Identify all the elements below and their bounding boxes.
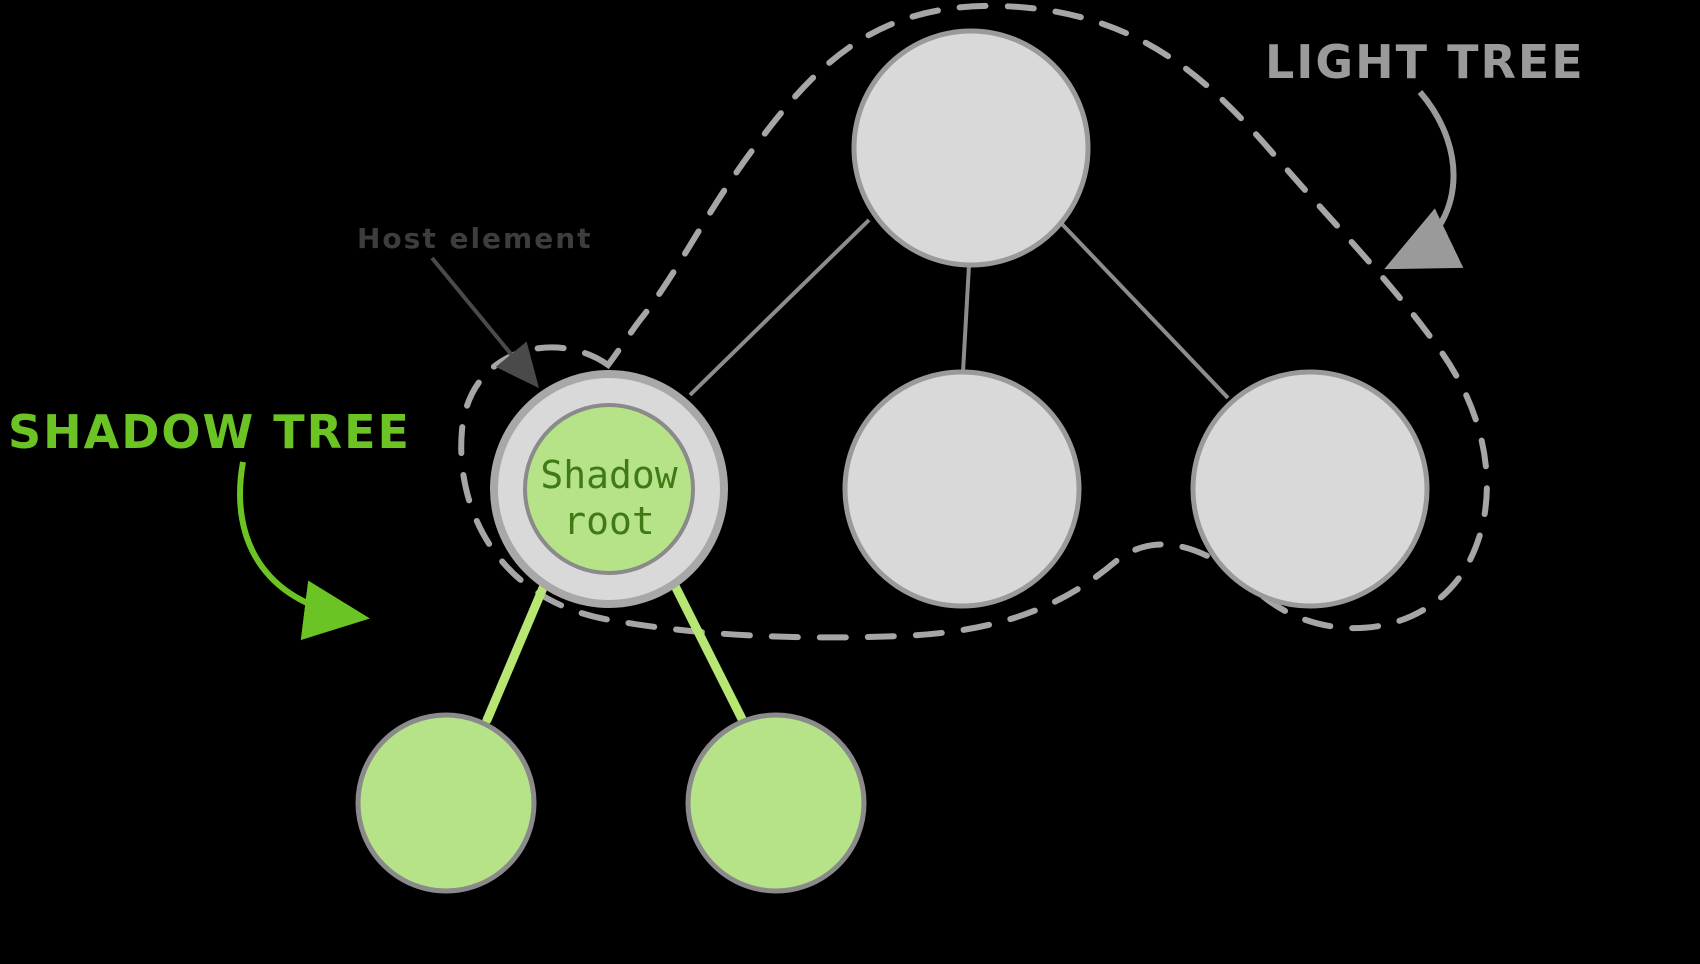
edge-root-to-host bbox=[688, 218, 871, 397]
label-light-tree: LIGHT TREE bbox=[1265, 35, 1585, 89]
light-tree-callout-arrow bbox=[1384, 90, 1464, 270]
light-tree-boundary bbox=[458, 2, 1490, 641]
edge-root-to-middle bbox=[961, 264, 971, 373]
light-node-right[interactable] bbox=[1190, 369, 1430, 609]
host-element-node[interactable] bbox=[490, 370, 728, 608]
shadow-root-label-line1: Shadow bbox=[540, 453, 677, 497]
host-element-callout bbox=[430, 256, 540, 389]
light-node-middle[interactable] bbox=[842, 369, 1082, 609]
edge-root-to-right bbox=[1058, 220, 1230, 400]
shadow-root-node[interactable] bbox=[523, 403, 695, 575]
shadow-node-right[interactable] bbox=[685, 712, 867, 894]
label-shadow-tree: SHADOW TREE bbox=[8, 405, 411, 459]
shadow-tree-callout-arrow bbox=[237, 461, 370, 641]
label-host-element: Host element bbox=[357, 222, 593, 255]
light-tree-edges bbox=[688, 218, 1230, 400]
shadow-root-label-line2: root bbox=[563, 499, 655, 543]
shadow-child-nodes bbox=[355, 712, 867, 894]
shadow-node-left[interactable] bbox=[355, 712, 537, 894]
light-node-root[interactable] bbox=[851, 28, 1091, 268]
light-tree-nodes bbox=[842, 28, 1430, 609]
